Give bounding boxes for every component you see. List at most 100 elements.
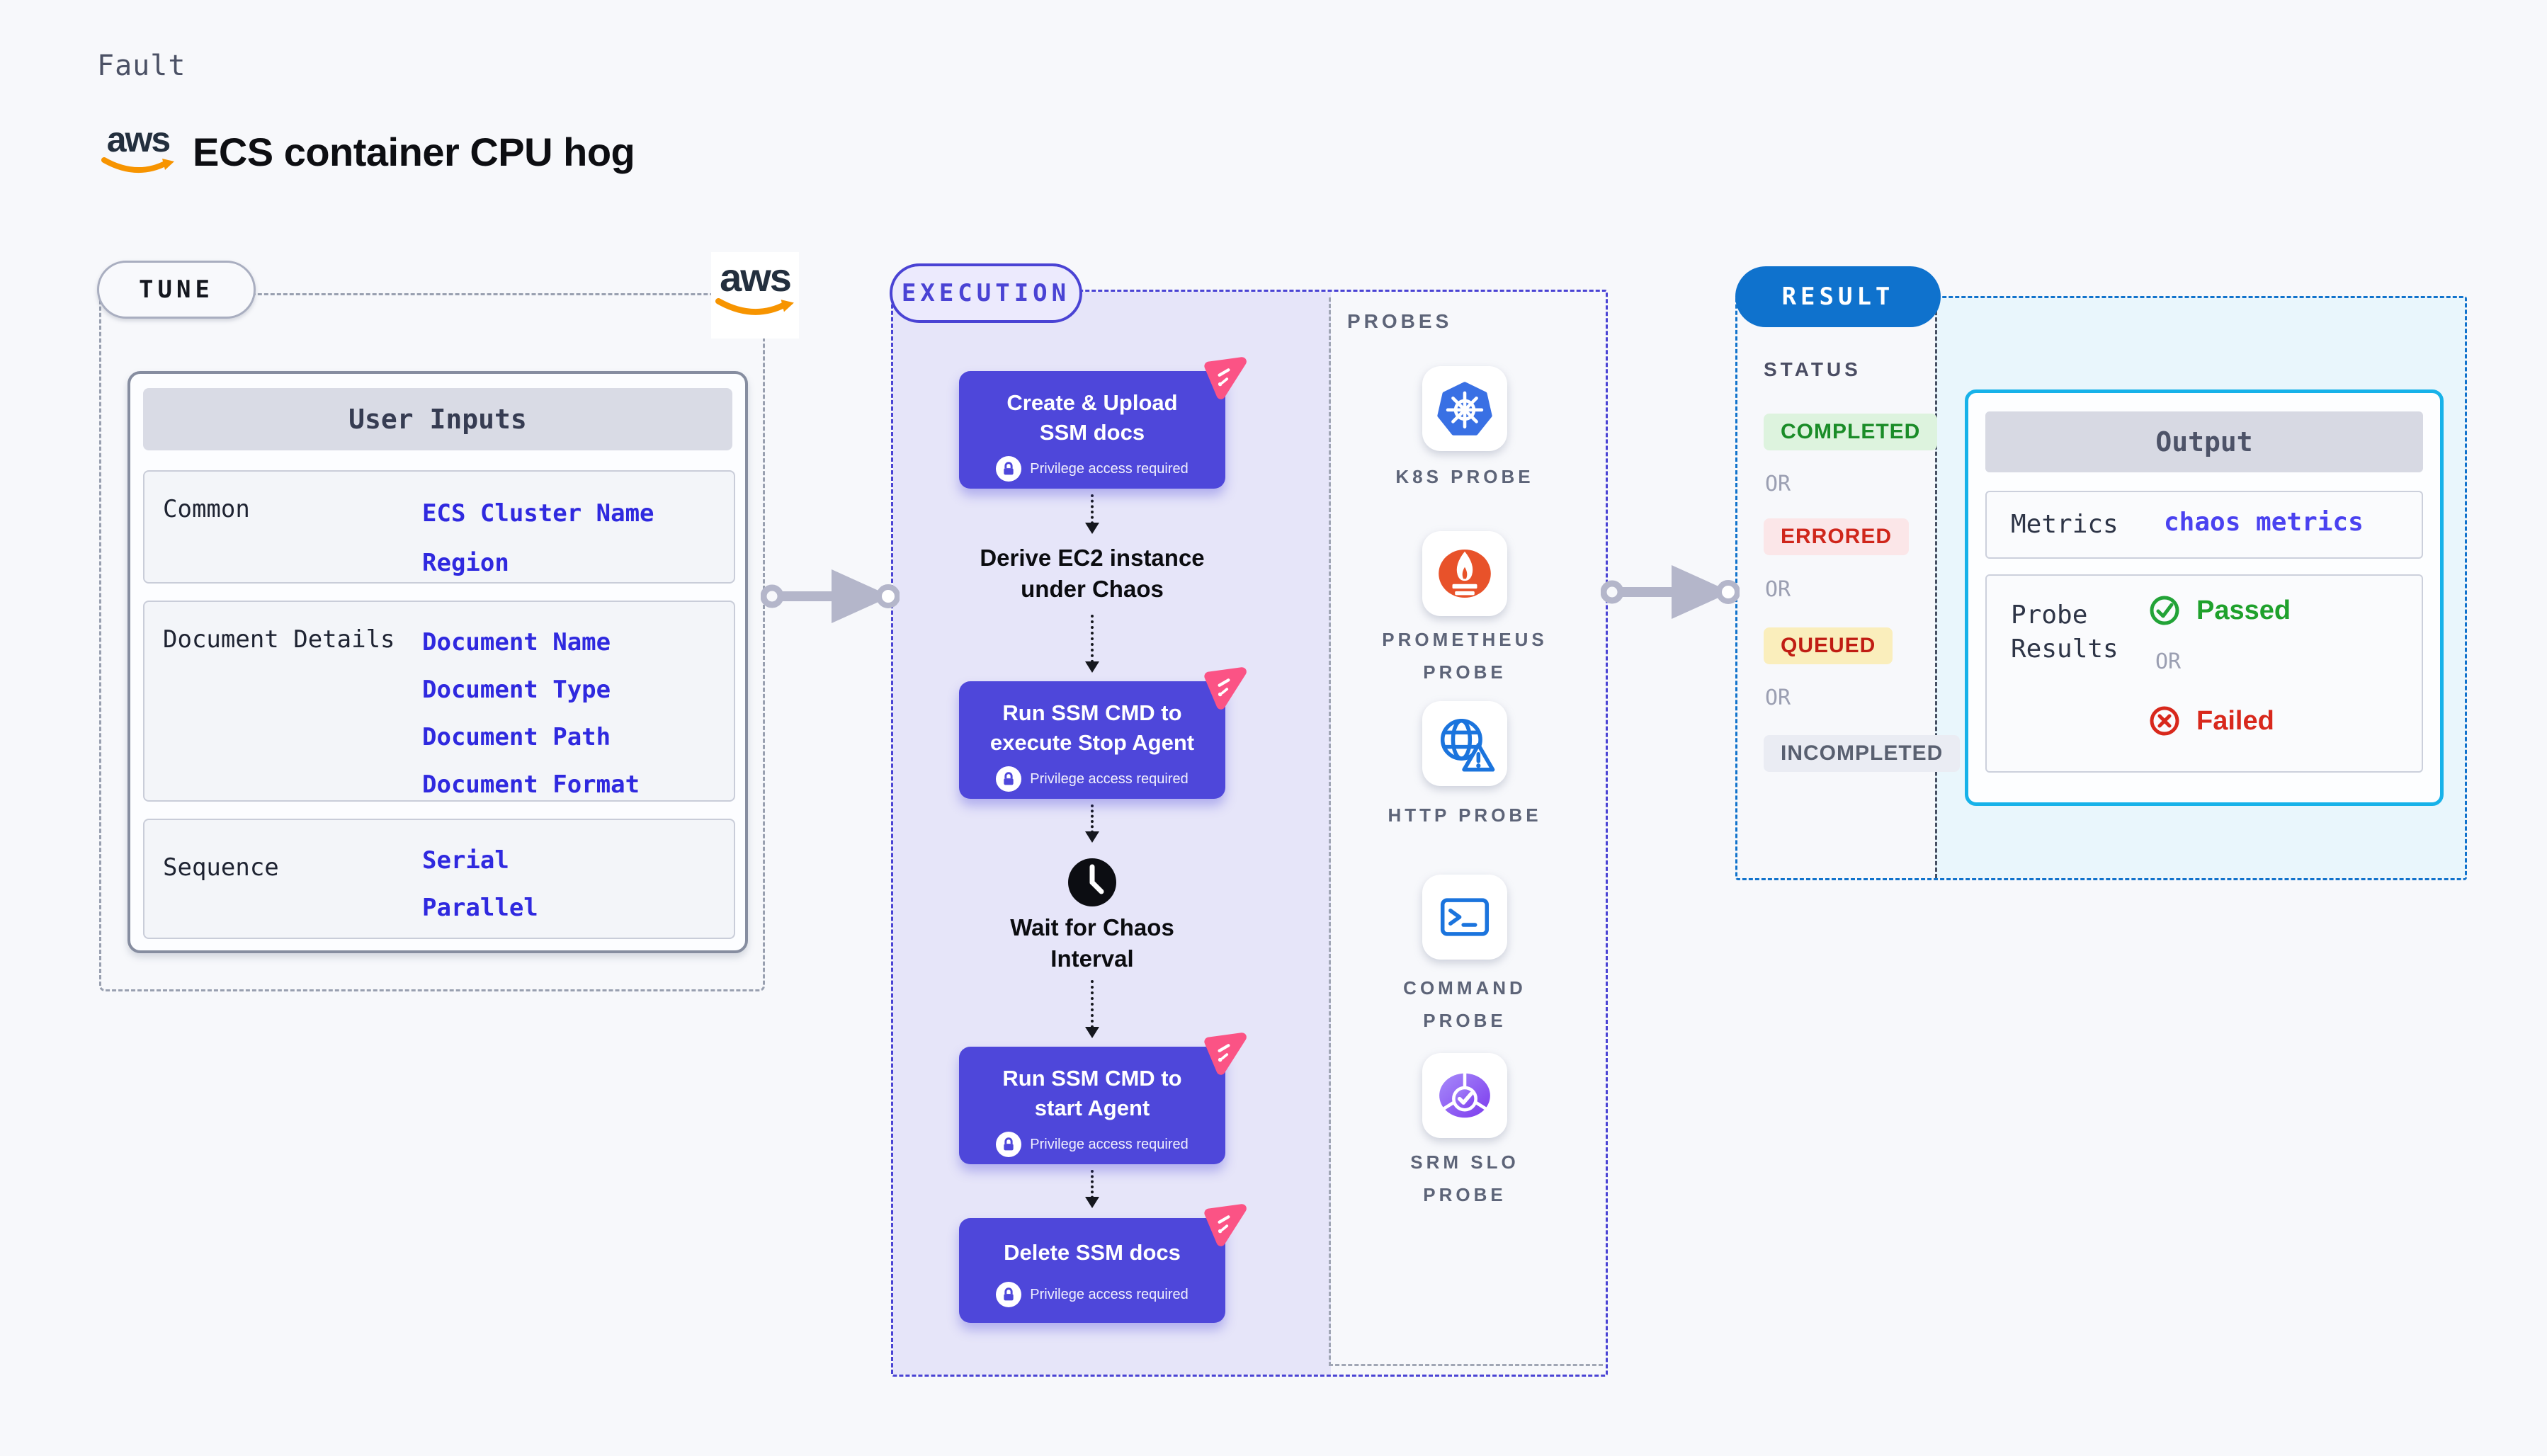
metrics-row: Metrics chaos metrics: [1985, 491, 2423, 559]
tune-pill-label: TUNE: [139, 275, 214, 304]
table-row-document-details: Document Details Document Name Document …: [143, 601, 735, 802]
failed-label: Failed: [2196, 706, 2274, 736]
prometheus-icon: [1439, 549, 1491, 598]
lock-icon: [996, 1132, 1022, 1157]
row-label: Sequence: [163, 853, 279, 882]
chaos-tag-icon: [1204, 1033, 1247, 1075]
privilege-note: Privilege access required: [1030, 460, 1189, 477]
or-separator: OR: [1765, 686, 1791, 710]
command-probe-card: [1422, 875, 1507, 960]
execution-pill-label: EXECUTION: [901, 279, 1071, 307]
step-title: start Agent: [1034, 1096, 1150, 1120]
table-row-sequence: Sequence Serial Parallel: [143, 819, 735, 939]
step-text: Derive EC2 instance: [980, 545, 1205, 571]
aws-logo-tune: aws: [711, 252, 799, 319]
or-separator: OR: [1765, 472, 1791, 496]
status-badge: ERRORED: [1764, 518, 1910, 555]
step-run-ssm-start-agent: Run SSM CMD to start Agent Privilege acc…: [959, 1047, 1225, 1164]
step-title: Create & Upload: [1006, 390, 1178, 415]
result-pill: RESULT: [1735, 266, 1941, 327]
metrics-value: chaos metrics: [2164, 508, 2364, 537]
k8s-probe-card: [1422, 366, 1507, 451]
probe-results-label-line: Results: [2011, 635, 2118, 664]
aws-logo-text: aws: [106, 120, 171, 159]
step-title: Run SSM CMD to: [1002, 1066, 1182, 1091]
privilege-note: Privilege access required: [1030, 1136, 1189, 1152]
output-box: Output Metrics chaos metrics Probe Resul…: [1965, 389, 2444, 806]
probe-label: HTTP PROBE: [1388, 804, 1542, 826]
step-derive-ec2: Derive EC2 instance under Chaos: [959, 542, 1225, 605]
fault-kicker: Fault: [97, 50, 186, 82]
table-row-common: Common ECS Cluster Name Region: [143, 470, 735, 584]
row-label: Document Details: [163, 625, 395, 654]
input-value: Serial: [422, 846, 509, 875]
probe-label: SRM SLO PROBE: [1410, 1151, 1519, 1205]
aws-smile-icon: [101, 157, 174, 173]
chaos-tag-icon: [1204, 357, 1247, 399]
aws-logo: aws: [97, 122, 179, 176]
user-inputs-card: User Inputs Common ECS Cluster Name Regi…: [127, 371, 748, 953]
probe-label: PROMETHEUS PROBE: [1382, 629, 1548, 683]
slo-chart-check-icon: [1439, 1071, 1490, 1118]
probes-title: PROBES: [1347, 310, 1453, 332]
probes-frame: [1329, 297, 1603, 1366]
http-probe-card: [1422, 701, 1507, 786]
lock-icon: [996, 1282, 1022, 1307]
prometheus-probe-card: [1422, 531, 1507, 616]
flow-connector: [1085, 1170, 1099, 1208]
flow-arrow-execution-to-result: [1601, 565, 1740, 619]
user-inputs-header: User Inputs: [143, 388, 732, 450]
lock-icon: [996, 766, 1022, 792]
flow-connector: [1085, 804, 1099, 843]
passed-label: Passed: [2196, 596, 2291, 625]
lock-icon: [996, 456, 1022, 482]
probe-label: COMMAND PROBE: [1403, 977, 1526, 1031]
step-text: Interval: [1050, 945, 1134, 972]
or-separator: OR: [1765, 577, 1791, 602]
step-title: Run SSM CMD to: [1002, 700, 1182, 725]
status-badge: QUEUED: [1764, 627, 1893, 664]
status-badge: INCOMPLETED: [1764, 735, 1961, 772]
result-pill-label: RESULT: [1781, 283, 1895, 311]
flow-connector: [1085, 494, 1099, 534]
input-value: ECS Cluster Name: [422, 499, 654, 528]
input-value: Document Format: [422, 770, 640, 799]
step-title: Delete SSM docs: [1004, 1240, 1181, 1265]
kubernetes-icon: [1437, 382, 1492, 436]
page-title: ECS container CPU hog: [193, 130, 635, 174]
srm-slo-probe-card: [1422, 1053, 1507, 1138]
or-separator: OR: [2155, 649, 2182, 674]
probe-results-label: Probe Results: [2011, 598, 2118, 666]
metrics-label: Metrics: [2011, 510, 2118, 539]
globe-warning-icon: [1440, 719, 1495, 772]
step-wait-chaos-interval: Wait for Chaos Interval: [959, 912, 1225, 974]
flow-arrow-tune-to-execution: [761, 569, 900, 623]
step-text: under Chaos: [1021, 576, 1164, 602]
flow-connector: [1085, 615, 1099, 673]
flow-connector: [1085, 980, 1099, 1038]
privilege-note: Privilege access required: [1030, 770, 1189, 787]
clock-icon: [1068, 858, 1116, 906]
chaos-tag-icon: [1204, 1204, 1247, 1246]
step-title: SSM docs: [1039, 420, 1145, 445]
status-title: STATUS: [1764, 358, 1861, 380]
step-create-upload-ssm-docs: Create & Upload SSM docs Privilege acces…: [959, 371, 1225, 489]
probe-label: K8S PROBE: [1395, 466, 1534, 487]
probe-results-label-line: Probe: [2011, 601, 2088, 630]
row-label: Common: [163, 495, 250, 523]
step-title: execute Stop Agent: [989, 730, 1195, 755]
status-badge: COMPLETED: [1764, 414, 1938, 450]
output-header: Output: [1985, 411, 2423, 472]
input-value: Document Type: [422, 676, 611, 704]
probe-results-row: Probe Results Passed OR Failed: [1985, 574, 2423, 773]
input-value: Parallel: [422, 894, 538, 922]
failed-x-icon: [2150, 706, 2179, 736]
execution-pill: EXECUTION: [890, 263, 1082, 323]
aws-corner-patch: aws: [711, 252, 799, 339]
input-value: Document Path: [422, 723, 611, 751]
step-text: Wait for Chaos: [1010, 914, 1174, 940]
step-delete-ssm-docs: Delete SSM docs Privilege access require…: [959, 1218, 1225, 1323]
input-value: Region: [422, 549, 509, 577]
privilege-note: Privilege access required: [1030, 1286, 1189, 1302]
